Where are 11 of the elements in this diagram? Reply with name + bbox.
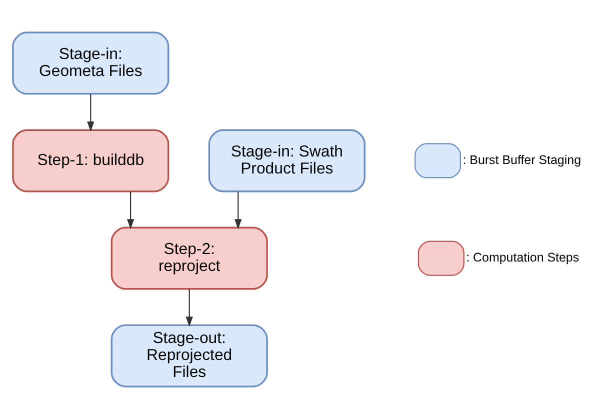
node-box: Stage-out: Reprojected Files bbox=[110, 324, 268, 388]
legend-label: : Computation Steps bbox=[466, 250, 580, 264]
node-box: Stage-in: Swath Product Files bbox=[208, 129, 366, 192]
node-box: Stage-in: Geometa Files bbox=[12, 32, 170, 95]
arrow bbox=[234, 192, 242, 230]
node-box: Step-1: builddb bbox=[12, 129, 170, 192]
arrow bbox=[126, 192, 134, 230]
legend-label: : Burst Buffer Staging bbox=[462, 152, 582, 167]
arrow bbox=[87, 94, 94, 132]
arrow bbox=[186, 289, 193, 327]
node-box: Step-2: reproject bbox=[110, 226, 268, 290]
